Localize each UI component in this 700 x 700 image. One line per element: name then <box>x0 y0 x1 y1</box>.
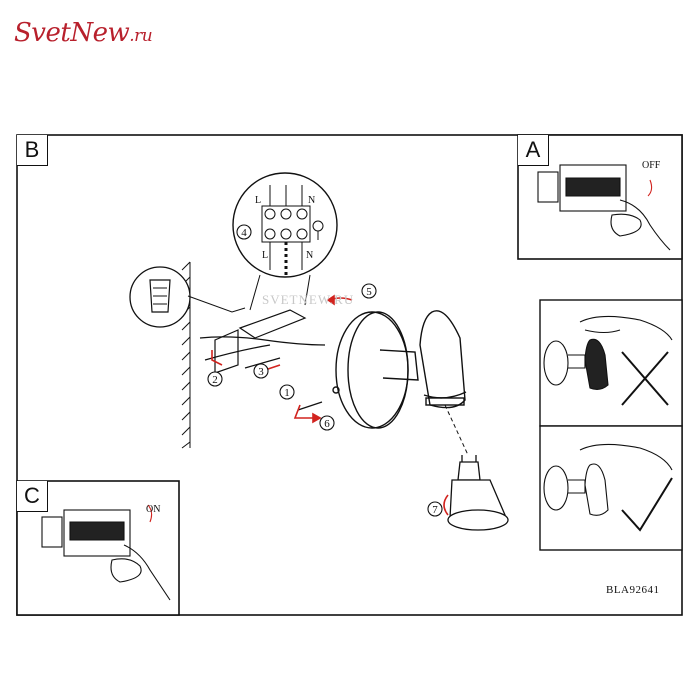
step-2-circle <box>207 371 223 387</box>
step-4-circle <box>236 224 252 240</box>
step-7-label: 7 <box>432 504 438 516</box>
bulb-guide-line <box>444 404 469 456</box>
red-arrows <box>211 294 449 516</box>
panel-c-tag: C <box>17 481 48 512</box>
step-5-circle <box>361 283 377 299</box>
step-4-label: 4 <box>241 227 247 239</box>
terminal-label-n-bottom: N <box>306 250 313 261</box>
step-6-label: 6 <box>324 418 330 430</box>
dowel-callout <box>129 266 246 328</box>
mounting-bracket <box>199 309 326 411</box>
step-markers <box>207 224 443 517</box>
panel-a-off-label: OFF <box>642 160 661 171</box>
step-3-circle <box>253 363 269 379</box>
terminal-label-n-top: N <box>308 195 315 206</box>
step-2-label: 2 <box>212 374 218 386</box>
lamp-head <box>419 310 467 409</box>
step-5-label: 5 <box>366 286 372 298</box>
model-code: BLA92641 <box>606 584 660 596</box>
terminal-callout <box>232 172 338 311</box>
step-1-label: 1 <box>284 387 290 399</box>
panel-c-switch-block <box>41 504 171 601</box>
gu10-bulb <box>447 455 509 531</box>
step-3-label: 3 <box>258 366 264 378</box>
logo-suffix-text: .ru <box>129 26 153 46</box>
wrong-touch-illustration <box>543 315 673 406</box>
logo-main-text: SvetNew <box>14 18 130 48</box>
correct-touch-panel <box>539 425 683 551</box>
watermark: SVETNEW.RU <box>262 292 354 307</box>
terminal-label-l-bottom: L <box>262 250 268 261</box>
step-6-circle <box>319 415 335 431</box>
wrong-touch-panel <box>539 299 683 427</box>
step-7-circle <box>427 501 443 517</box>
step-1-circle <box>279 384 295 400</box>
panel-a-switch-block <box>537 164 671 251</box>
panel-c-on-label: ON <box>146 504 160 515</box>
correct-touch-illustration <box>543 443 673 532</box>
panel-b-tag: B <box>17 135 48 166</box>
svetnew-logo[interactable]: SvetNew.ru <box>14 18 204 54</box>
panel-a-tag: A <box>518 135 549 166</box>
terminal-label-l-top: L <box>255 195 261 206</box>
lamp-base <box>332 311 419 429</box>
panel-c-frame <box>16 480 180 616</box>
